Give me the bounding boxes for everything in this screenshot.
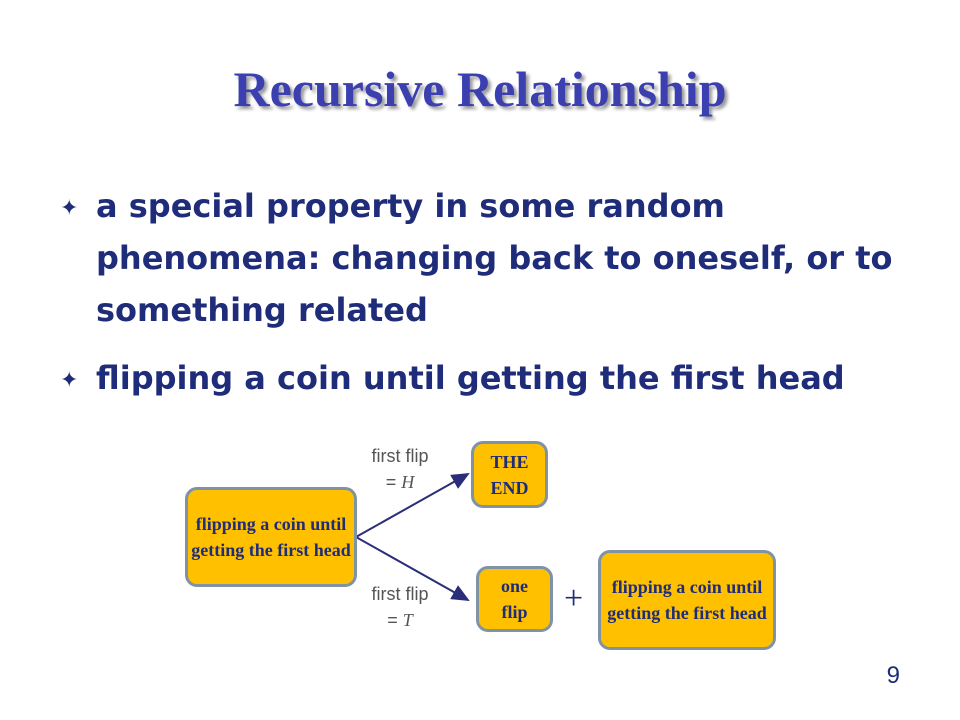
edge-label-tails-line2: = T (387, 610, 413, 630)
one-flip-box: one flip (476, 566, 553, 632)
recursive-box: flipping a coin until getting the first … (598, 550, 776, 650)
plus-sign: + (564, 580, 584, 617)
four-pointed-star-icon: ✦ (60, 368, 79, 393)
slide-title: Recursive Relationship (233, 61, 727, 117)
recursive-box-label: flipping a coin until getting the first … (607, 577, 767, 623)
edge-label-heads-line2: = H (385, 472, 415, 492)
bullet-text: flipping a coin until getting the first … (96, 359, 845, 397)
four-pointed-star-icon: ✦ (60, 196, 79, 221)
bullet-list: ✦ a special property in some random phen… (60, 180, 920, 420)
arrow-to-one-flip (355, 536, 470, 601)
end-box: THE END (471, 441, 548, 508)
one-flip-box-label: one flip (501, 576, 528, 622)
bullet-item: ✦ flipping a coin until getting the firs… (60, 352, 920, 404)
arrow-to-end (355, 473, 470, 538)
start-box-label: flipping a coin until getting the first … (191, 514, 351, 560)
edge-label-heads-line1: first flip (371, 446, 429, 466)
bullet-item: ✦ a special property in some random phen… (60, 180, 920, 336)
edge-label-heads: first flip = H (350, 443, 450, 495)
start-box: flipping a coin until getting the first … (185, 487, 357, 587)
end-box-label: THE END (490, 451, 529, 498)
edge-label-tails: first flip = T (350, 581, 450, 633)
page-number: 9 (886, 662, 900, 689)
bullet-text: a special property in some random phenom… (96, 187, 893, 329)
edge-label-tails-line1: first flip (371, 584, 429, 604)
